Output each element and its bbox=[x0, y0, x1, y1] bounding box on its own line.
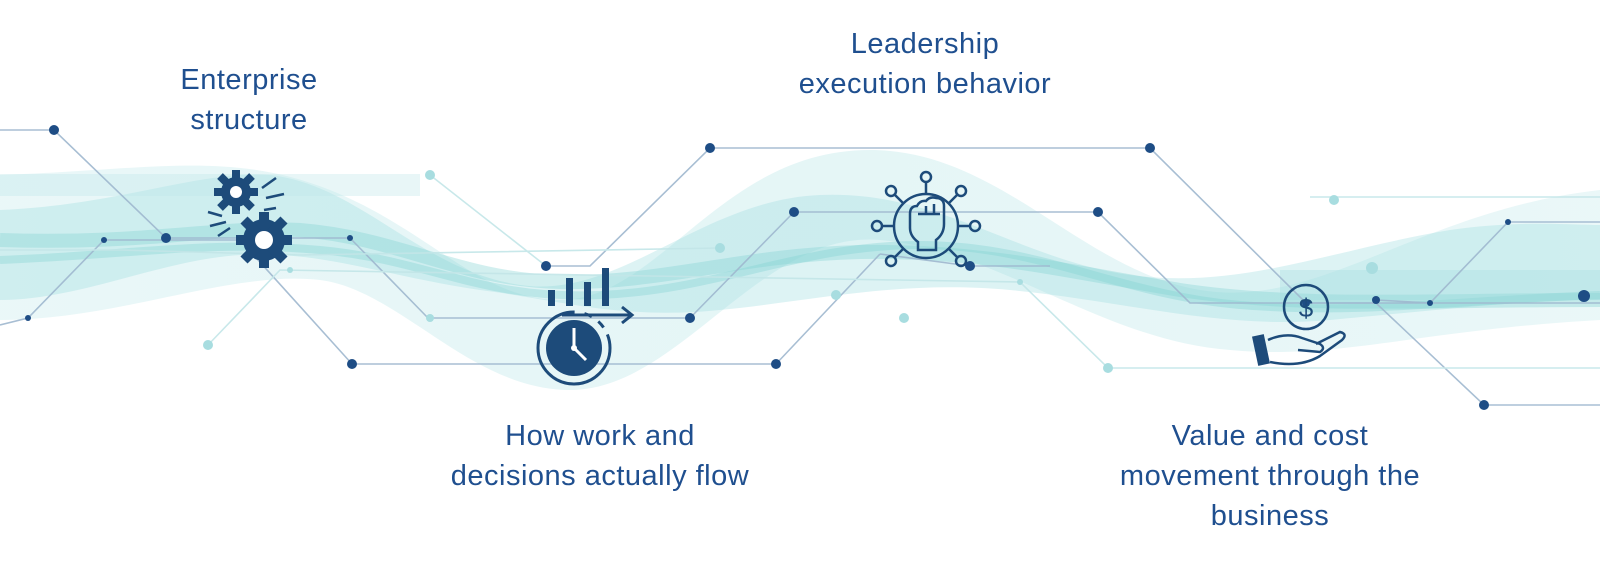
light-nodes bbox=[203, 170, 1378, 373]
dark-nodes bbox=[25, 125, 1590, 410]
gears-icon bbox=[207, 170, 292, 268]
label-line: Value and cost bbox=[1171, 420, 1369, 452]
raised-fist-network-icon bbox=[870, 170, 982, 268]
stage-label-enterprise-structure: Enterprise structure bbox=[144, 60, 354, 140]
clock-chart-icon bbox=[536, 268, 635, 386]
label-line: Leadership bbox=[850, 28, 1000, 60]
svg-text:$: $ bbox=[1299, 293, 1314, 323]
label-line: How work and bbox=[505, 420, 695, 452]
label-line: movement through the bbox=[1119, 460, 1421, 492]
label-line: business bbox=[1210, 500, 1330, 532]
stage-label-value-cost-movement: Value and cost movement through the busi… bbox=[1070, 416, 1470, 536]
label-line: Enterprise bbox=[180, 64, 318, 96]
stage-label-how-work-flows: How work and decisions actually flow bbox=[410, 416, 790, 496]
stage-label-leadership-execution: Leadership execution behavior bbox=[740, 24, 1110, 104]
label-line: structure bbox=[190, 104, 308, 136]
label-line: decisions actually flow bbox=[450, 460, 750, 492]
label-line: execution behavior bbox=[798, 68, 1052, 100]
hand-dollar-icon: $ bbox=[1252, 283, 1346, 366]
